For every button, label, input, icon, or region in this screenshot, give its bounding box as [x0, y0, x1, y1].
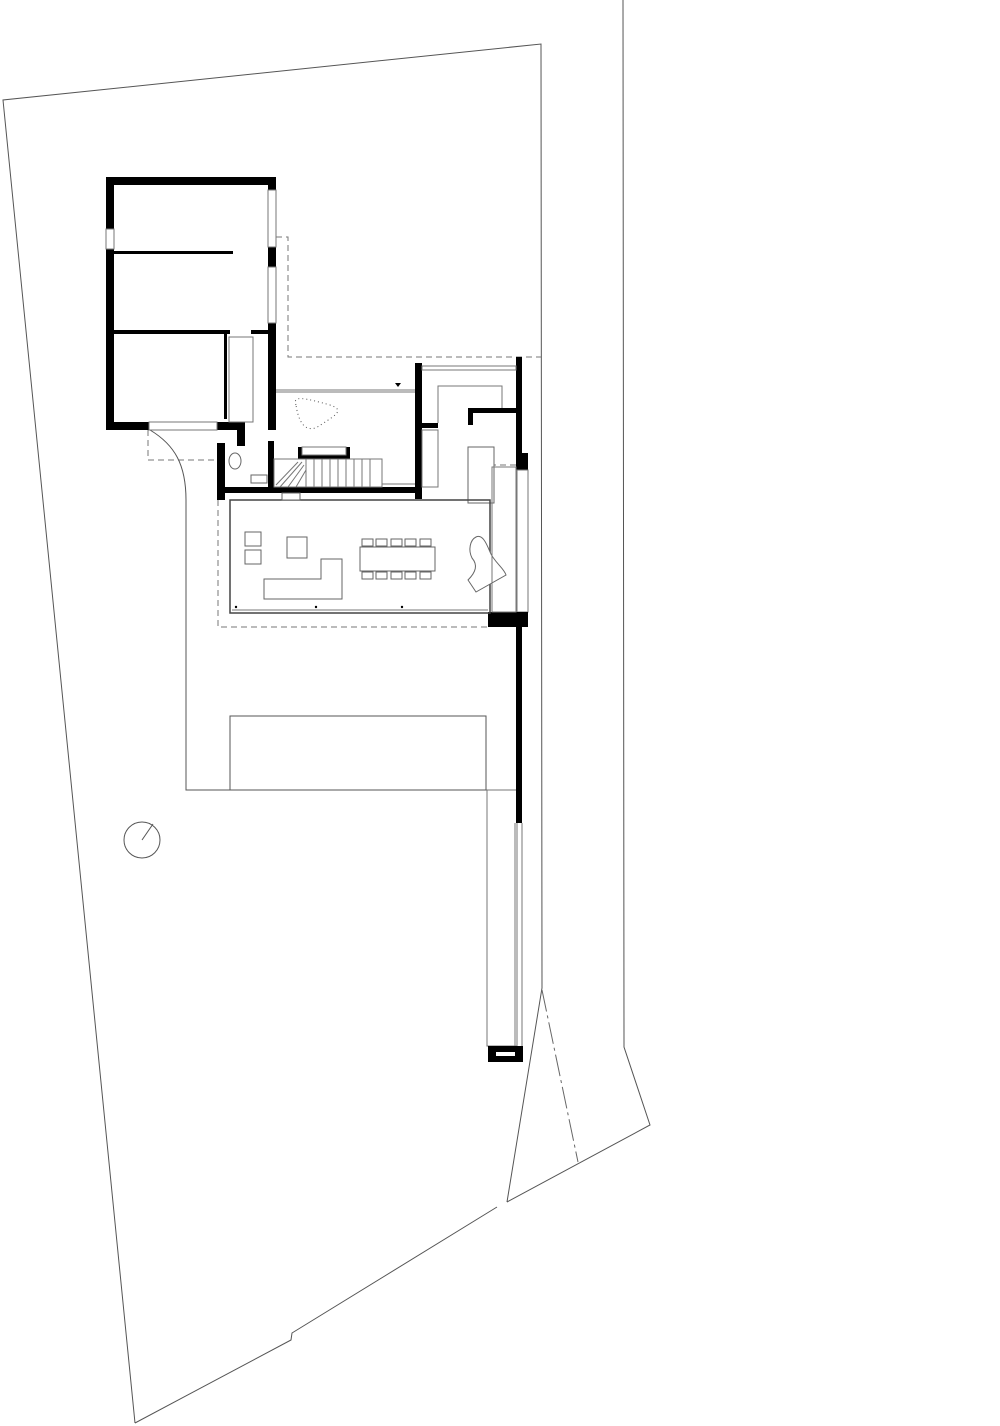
kitchen-island	[467, 446, 495, 504]
walls	[105, 177, 529, 1062]
dining-table	[359, 546, 436, 572]
dining-chairs	[361, 538, 432, 580]
armchair	[244, 531, 262, 547]
driveway	[149, 429, 523, 1047]
staircase	[273, 458, 383, 488]
toilet	[228, 452, 242, 470]
interior-details	[228, 365, 517, 614]
entrance-arrow-icon	[395, 383, 401, 387]
grand-piano	[467, 535, 507, 593]
site-boundary	[2, 0, 651, 1424]
tree-icon	[123, 821, 161, 859]
coffee-table	[286, 536, 308, 559]
garage-outline	[229, 715, 487, 791]
armchair	[244, 549, 262, 565]
sofa	[263, 558, 343, 600]
planter	[294, 398, 339, 430]
